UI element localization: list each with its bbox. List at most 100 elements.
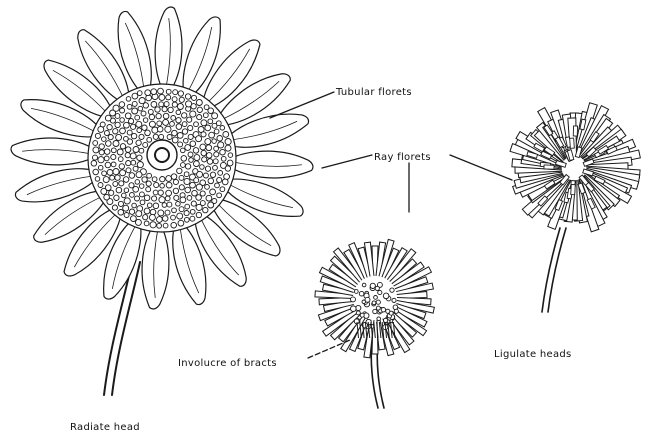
tubular-floret [135, 115, 140, 120]
ray-petal [139, 219, 172, 310]
tubular-floret [95, 177, 100, 182]
tubular-floret [176, 124, 182, 130]
tubular-floret [112, 205, 117, 210]
tubular-floret [146, 187, 151, 192]
tubular-floret [177, 104, 183, 110]
tubular-floret [197, 171, 203, 177]
bract [389, 311, 393, 315]
tubular-floret [220, 126, 225, 131]
tubular-floret [130, 193, 135, 198]
tubular-floret [147, 137, 152, 142]
tubular-floret [141, 111, 146, 116]
bract [376, 306, 380, 310]
tubular-floret [99, 150, 104, 155]
ligulate-inner-floret [544, 165, 554, 169]
leader-ray-florets-right [450, 155, 512, 180]
tubular-floret [100, 122, 105, 127]
tubular-floret [159, 197, 165, 203]
tubular-floret [184, 211, 189, 216]
bract [360, 313, 364, 317]
tubular-floret [124, 198, 130, 204]
tubular-floret [139, 192, 144, 197]
tubular-floret [104, 131, 109, 136]
bract [356, 311, 360, 315]
tubular-floret [187, 117, 192, 122]
tubular-floret [136, 140, 141, 145]
ligulate-stem [542, 228, 566, 312]
tubular-floret [104, 149, 110, 155]
tubular-floret [197, 107, 202, 112]
tubular-floret [220, 187, 225, 192]
tubular-floret [111, 162, 116, 167]
tubular-floret [185, 204, 190, 209]
tubular-floret [155, 107, 160, 112]
tubular-floret [172, 97, 177, 102]
tubular-floret [139, 134, 144, 139]
radiate-disc-center [147, 140, 177, 170]
tubular-floret [116, 134, 122, 140]
bract [374, 296, 378, 300]
tubular-floret [152, 177, 157, 182]
tubular-floret [147, 203, 152, 208]
tubular-floret [200, 165, 205, 170]
tubular-floret [124, 188, 129, 193]
tubular-floret [151, 102, 157, 108]
tubular-floret [129, 183, 134, 188]
tubular-floret [135, 180, 140, 185]
tubular-floret [220, 149, 226, 155]
tubular-floret [159, 102, 164, 107]
tubular-floret [125, 147, 131, 153]
tubular-floret [139, 98, 145, 104]
tubular-floret [205, 166, 210, 171]
tubular-floret [185, 145, 191, 151]
tubular-floret [218, 142, 224, 148]
bract [378, 290, 382, 294]
tubular-floret [179, 185, 184, 190]
tubular-floret [157, 126, 163, 132]
tubular-floret [107, 170, 113, 176]
tubular-floret [149, 114, 154, 119]
tubular-floret [93, 141, 98, 146]
tubular-floret [143, 118, 148, 123]
tubular-floret [196, 184, 202, 190]
tubular-floret [194, 178, 199, 183]
bract [381, 308, 385, 312]
bract [372, 301, 376, 305]
tubular-floret [187, 196, 192, 201]
bract [373, 309, 377, 313]
tubular-floret [227, 160, 233, 166]
tubular-floret [120, 118, 125, 123]
tubular-floret [143, 215, 148, 220]
tubular-floret [209, 132, 215, 138]
leader-ray-florets-left [322, 155, 372, 168]
tubular-floret [188, 134, 193, 139]
tubular-floret [210, 189, 216, 195]
tubular-floret [208, 202, 214, 208]
tubular-floret [176, 118, 181, 123]
tubular-floret [167, 202, 172, 207]
bract [383, 293, 389, 299]
tubular-floret [196, 212, 201, 217]
tubular-floret [153, 203, 159, 209]
tubular-floret [173, 90, 178, 95]
tubular-floret [217, 193, 222, 198]
tubular-floret [158, 210, 164, 216]
tubular-floret [181, 163, 186, 168]
tubular-floret [168, 107, 173, 112]
tubular-floret [131, 216, 137, 222]
ligulate-inner-floret [571, 185, 576, 195]
tubular-floret [166, 182, 172, 188]
tubular-floret [98, 183, 103, 188]
tubular-floret [181, 156, 187, 162]
tubular-floret [203, 173, 208, 178]
tubular-floret [126, 97, 131, 102]
tubular-floret [120, 144, 125, 149]
tubular-floret [200, 144, 206, 150]
tubular-floret [206, 153, 212, 159]
bract [394, 309, 398, 313]
tubular-floret [116, 187, 122, 193]
tubular-floret [109, 190, 114, 195]
tubular-floret [215, 183, 220, 188]
tubular-floret [153, 134, 158, 139]
tubular-floret [93, 147, 99, 153]
